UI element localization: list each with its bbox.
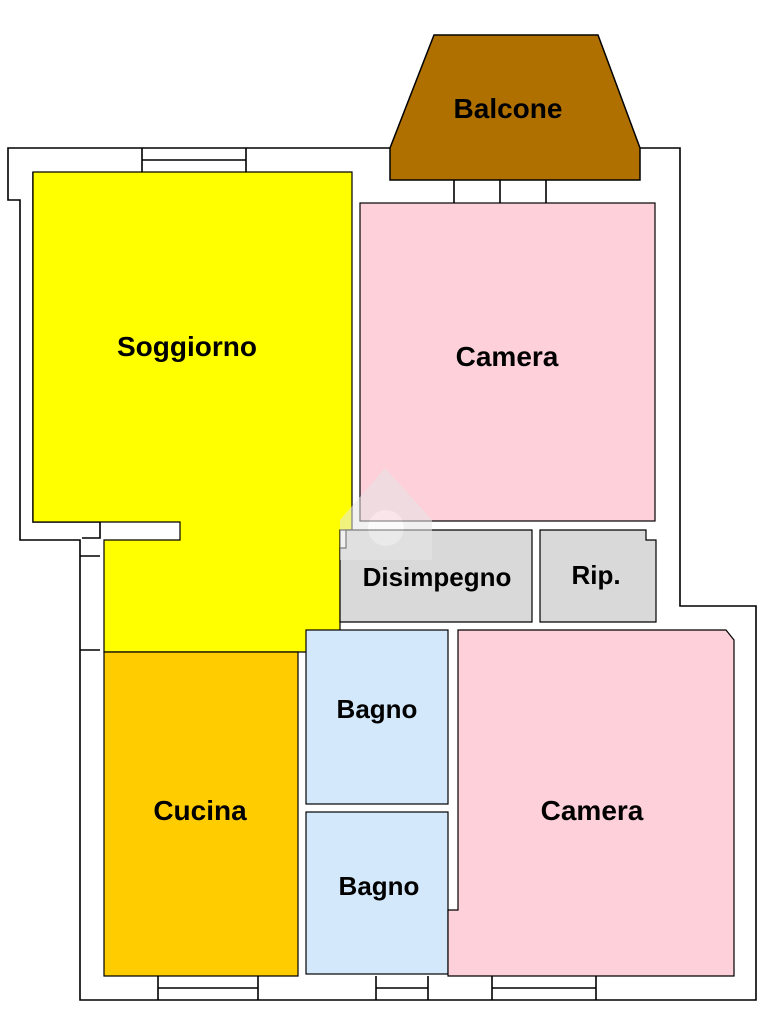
camera-bottom-label: Camera: [541, 795, 644, 826]
room-bagno-2: Bagno: [305, 811, 449, 975]
bagno-1-label: Bagno: [337, 694, 418, 724]
bagno-2-label: Bagno: [339, 871, 420, 901]
ripostiglio-area: [539, 529, 657, 623]
cucina-area: [103, 651, 299, 977]
cucina-label: Cucina: [153, 795, 247, 826]
camera-top-label: Camera: [456, 341, 559, 372]
room-ripostiglio: Rip.: [539, 529, 657, 623]
balcone-area: [389, 34, 641, 181]
bagno-2-area: [305, 811, 449, 975]
disimpegno-label: Disimpegno: [363, 562, 512, 592]
watermark-logo-icon: [340, 468, 432, 560]
camera-top-area: [359, 202, 656, 522]
room-soggiorno: Soggiorno: [32, 171, 353, 653]
soggiorno-area: [32, 171, 353, 653]
bagno-1-area: [305, 629, 449, 805]
room-camera-top: Camera: [359, 202, 656, 522]
balcone-label: Balcone: [454, 93, 563, 124]
camera-bottom-area: [447, 629, 735, 977]
room-bagno-1: Bagno: [305, 629, 449, 805]
soggiorno-label: Soggiorno: [117, 331, 257, 362]
ripostiglio-label: Rip.: [571, 560, 620, 590]
room-camera-bottom: Camera: [447, 629, 735, 977]
room-cucina: Cucina: [103, 651, 299, 977]
room-balcone: Balcone: [389, 34, 641, 181]
